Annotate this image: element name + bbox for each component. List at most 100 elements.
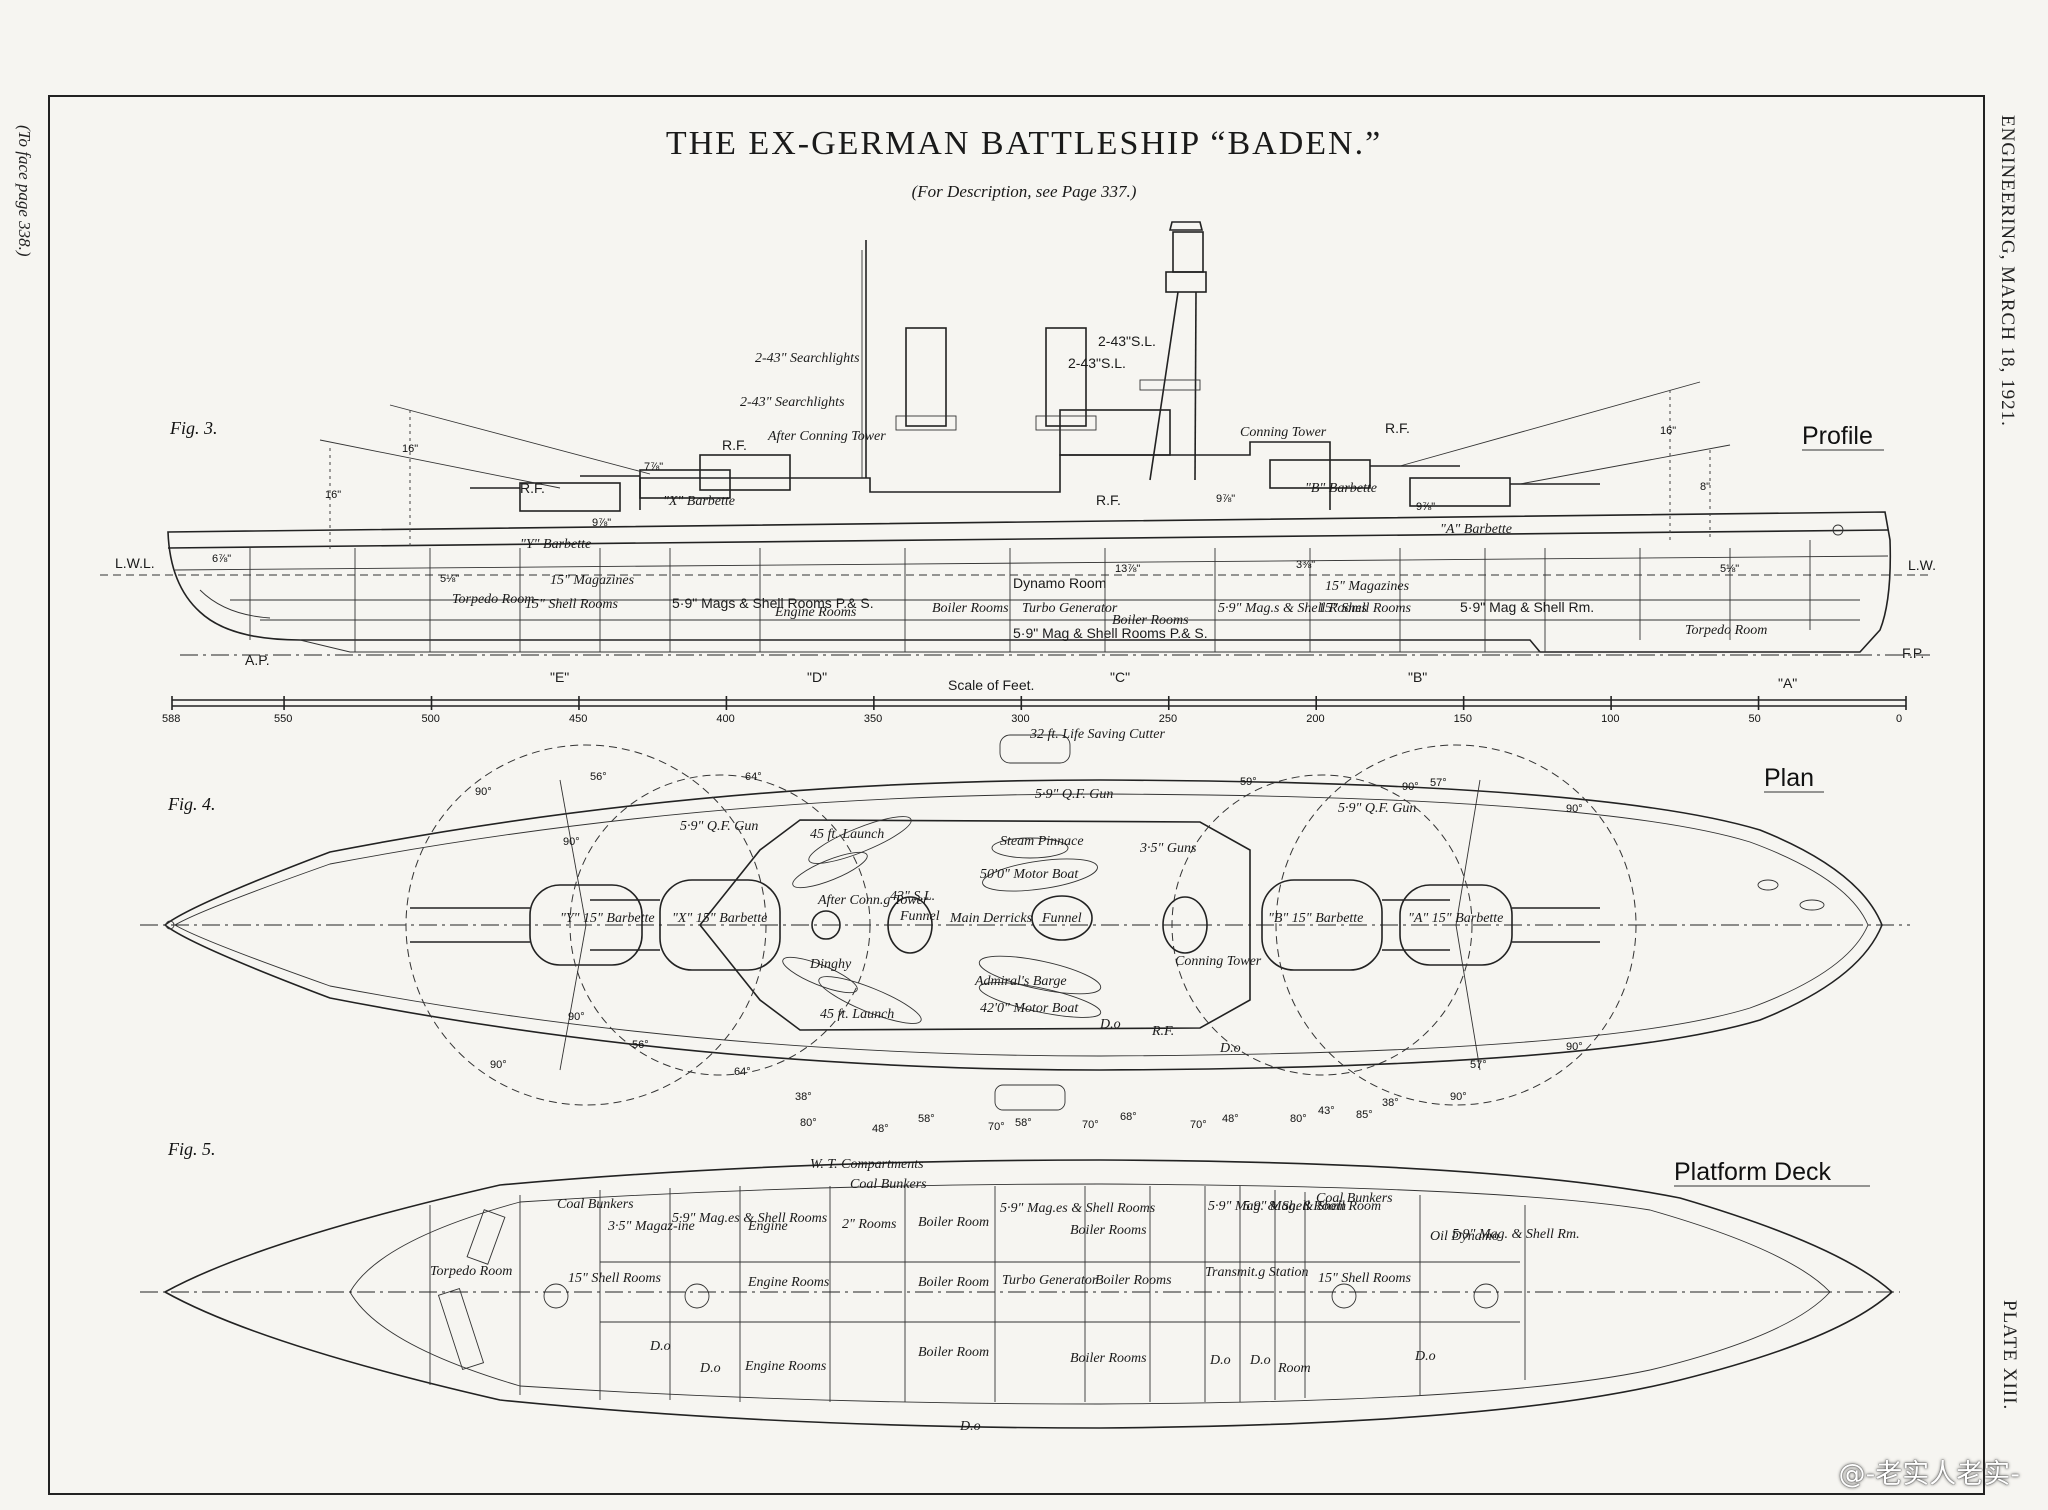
svg-text:"X" 15" Barbette: "X" 15" Barbette: [672, 911, 767, 926]
svg-text:5·9" Mag & Shell Rm.: 5·9" Mag & Shell Rm.: [1460, 599, 1594, 615]
profile-bottom: [299, 639, 1540, 653]
svg-text:Scale of Feet.: Scale of Feet.: [948, 677, 1034, 693]
svg-text:Funnel: Funnel: [1041, 911, 1082, 926]
svg-text:5·9" Mag.es & Shell Rooms: 5·9" Mag.es & Shell Rooms: [1000, 1201, 1156, 1216]
svg-text:Engine: Engine: [747, 1219, 788, 1234]
svg-text:D.o: D.o: [1099, 1017, 1121, 1032]
svg-text:5·9" Mag.es & Shell Rooms: 5·9" Mag.es & Shell Rooms: [672, 1211, 828, 1226]
profile-elevation-lines: [319, 381, 1731, 550]
svg-text:D.o: D.o: [1414, 1349, 1436, 1364]
scale-label-350: 350: [864, 713, 882, 725]
forward-funnel: [1045, 327, 1087, 427]
svg-text:2" Rooms: 2" Rooms: [842, 1217, 897, 1232]
svg-text:5·9" Mags & Shell Rooms P.& S.: 5·9" Mags & Shell Rooms P.& S.: [672, 595, 874, 611]
svg-text:58°: 58°: [918, 1113, 935, 1125]
svg-text:15" Shell Rooms: 15" Shell Rooms: [1318, 1271, 1412, 1286]
svg-text:70°: 70°: [988, 1121, 1005, 1133]
svg-text:Dinghy: Dinghy: [809, 957, 852, 972]
svg-text:16": 16": [325, 489, 341, 501]
svg-text:64°: 64°: [745, 771, 762, 783]
svg-text:70°: 70°: [1190, 1119, 1207, 1131]
svg-text:2-43" Searchlights: 2-43" Searchlights: [740, 395, 845, 410]
svg-text:57°: 57°: [1430, 777, 1447, 789]
scale-label-300: 300: [1011, 713, 1029, 725]
plan-forward-funnel: [1031, 895, 1093, 941]
y-turret-profile: [519, 482, 621, 512]
svg-text:38°: 38°: [795, 1091, 812, 1103]
svg-text:58°: 58°: [1015, 1117, 1032, 1129]
svg-text:48°: 48°: [1222, 1113, 1239, 1125]
svg-text:15" Magazines: 15" Magazines: [550, 573, 635, 588]
svg-text:42'0" Motor Boat: 42'0" Motor Boat: [980, 1001, 1079, 1016]
svg-text:13⅞": 13⅞": [1115, 563, 1140, 575]
svg-text:15" Shell Rooms: 15" Shell Rooms: [568, 1271, 662, 1286]
svg-text:"A": "A": [1778, 675, 1797, 691]
svg-text:2-43" Searchlights: 2-43" Searchlights: [755, 351, 860, 366]
profile-upper-deck: [167, 529, 1889, 549]
svg-text:57°: 57°: [1470, 1059, 1487, 1071]
scale-label-588: 588: [162, 713, 180, 725]
svg-text:9⅞": 9⅞": [1416, 501, 1435, 513]
svg-text:16": 16": [402, 443, 418, 455]
svg-text:Boiler Rooms: Boiler Rooms: [932, 601, 1009, 616]
svg-text:90°: 90°: [1566, 803, 1583, 815]
svg-text:R.F.: R.F.: [520, 480, 545, 496]
plan-deck-features: [782, 734, 1825, 1111]
svg-text:5·9" Mag. & Shell Room: 5·9" Mag. & Shell Room: [1208, 1199, 1346, 1214]
svg-text:After Conning Tower: After Conning Tower: [767, 429, 886, 444]
plate-frame: [48, 95, 1985, 1495]
plan-conning-tower: [1162, 896, 1208, 954]
scale-label-0: 0: [1896, 713, 1902, 725]
svg-text:Oil Dynamo: Oil Dynamo: [1430, 1229, 1499, 1244]
page-subtitle: (For Description, see Page 337.): [911, 182, 1137, 201]
svg-text:Coal Bunkers: Coal Bunkers: [1316, 1191, 1393, 1206]
svg-text:90°: 90°: [490, 1059, 507, 1071]
svg-text:5·9" Mag.s & Shell Rooms: 5·9" Mag.s & Shell Rooms: [1218, 601, 1368, 616]
svg-text:Admiral's Barge: Admiral's Barge: [974, 974, 1067, 989]
scale-label-250: 250: [1159, 713, 1177, 725]
svg-text:3·5" Magaz-ine: 3·5" Magaz-ine: [607, 1219, 695, 1234]
svg-text:70°: 70°: [1082, 1119, 1099, 1131]
svg-text:D.o: D.o: [959, 1419, 981, 1434]
svg-text:64°: 64°: [734, 1066, 751, 1078]
scale-label-200: 200: [1306, 713, 1324, 725]
svg-text:"A" 15" Barbette: "A" 15" Barbette: [1408, 911, 1503, 926]
svg-text:Transmit.g Station: Transmit.g Station: [1205, 1265, 1308, 1280]
svg-text:R.F.: R.F.: [1096, 492, 1121, 508]
svg-text:5·9" Mag. & Shell Rm.: 5·9" Mag. & Shell Rm.: [1452, 1227, 1580, 1242]
plan-barbettes: [410, 879, 1600, 971]
svg-text:2-43"S.L.: 2-43"S.L.: [1068, 355, 1126, 371]
svg-text:90°: 90°: [1450, 1091, 1467, 1103]
svg-text:Engine Rooms: Engine Rooms: [774, 605, 857, 620]
svg-text:"D": "D": [807, 669, 827, 685]
svg-text:Boiler Rooms: Boiler Rooms: [1112, 613, 1189, 628]
svg-text:43" S.L.: 43" S.L.: [890, 889, 935, 904]
svg-text:"B" Barbette: "B" Barbette: [1305, 481, 1377, 496]
svg-text:R.F.: R.F.: [722, 437, 747, 453]
fig-4-label: Fig. 4.: [167, 794, 216, 814]
svg-text:7⅞": 7⅞": [644, 461, 663, 473]
plan-cutter: [999, 734, 1071, 764]
fig-3-label: Fig. 3.: [169, 418, 218, 438]
svg-text:8": 8": [1700, 481, 1710, 493]
fig-5-label: Fig. 5.: [167, 1139, 216, 1159]
svg-text:Boiler Rooms: Boiler Rooms: [1095, 1273, 1172, 1288]
svg-text:D.o: D.o: [649, 1339, 671, 1354]
svg-text:38°: 38°: [1382, 1097, 1399, 1109]
svg-text:L.W.L.: L.W.L.: [115, 555, 155, 571]
svg-text:D.o: D.o: [1249, 1353, 1271, 1368]
svg-text:80°: 80°: [1290, 1113, 1307, 1125]
svg-text:9⅞": 9⅞": [1216, 493, 1235, 505]
svg-text:Steam Pinnace: Steam Pinnace: [1000, 834, 1084, 849]
svg-text:Coal Bunkers: Coal Bunkers: [850, 1177, 927, 1192]
svg-text:After Conn.g Tower: After Conn.g Tower: [817, 893, 929, 908]
scale-label-550: 550: [274, 713, 292, 725]
plan-view: Fig. 4. Plan: [140, 727, 1910, 1135]
svg-text:"B" 15" Barbette: "B" 15" Barbette: [1268, 911, 1363, 926]
svg-text:"X" Barbette: "X" Barbette: [663, 494, 735, 509]
profile-view: Fig. 3. Profile: [100, 221, 1936, 725]
svg-text:W. T. Compartments: W. T. Compartments: [810, 1157, 924, 1172]
svg-text:6⅞": 6⅞": [212, 553, 231, 565]
svg-text:48°: 48°: [872, 1123, 889, 1135]
svg-text:Main Derricks: Main Derricks: [949, 911, 1033, 926]
